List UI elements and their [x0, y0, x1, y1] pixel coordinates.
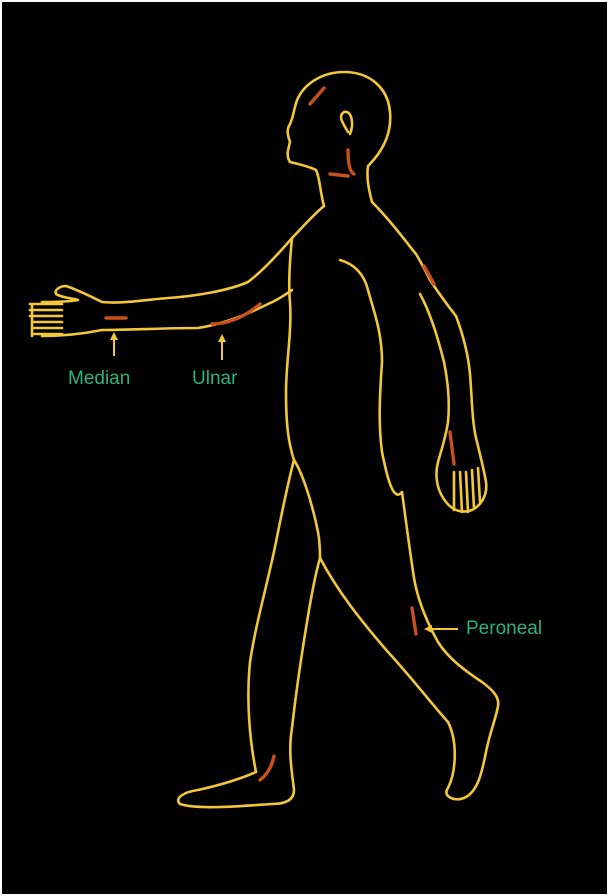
- nerve-mark-neck: [330, 150, 354, 176]
- nerve-mark-peroneal: [412, 608, 416, 634]
- figure-back-leg-front-edge: [320, 492, 498, 799]
- nerve-mark-ankle: [260, 756, 274, 780]
- figure-front-arm-upper: [42, 206, 324, 303]
- label-ulnar: Ulnar: [192, 368, 237, 390]
- figure-torso-front: [248, 238, 294, 772]
- nerve-mark-head: [310, 88, 324, 104]
- ulnar-arrow: [218, 334, 226, 360]
- label-median: Median: [68, 368, 130, 390]
- nerve-mark-back-forearm: [450, 432, 454, 464]
- figure-torso-back: [372, 202, 456, 316]
- figure-crotch: [294, 460, 320, 558]
- figure-back-hand-fingers: [454, 468, 480, 512]
- nerve-mark-ulnar: [212, 304, 260, 324]
- nerve-mark-back-shoulder: [424, 266, 434, 284]
- median-arrow: [110, 332, 118, 356]
- label-peroneal: Peroneal: [466, 618, 542, 640]
- figure-ear: [341, 112, 352, 134]
- figure-front-hand-fingers: [30, 304, 62, 336]
- figure-back-torso-edge: [340, 260, 402, 495]
- figure-head-outline: [288, 72, 391, 206]
